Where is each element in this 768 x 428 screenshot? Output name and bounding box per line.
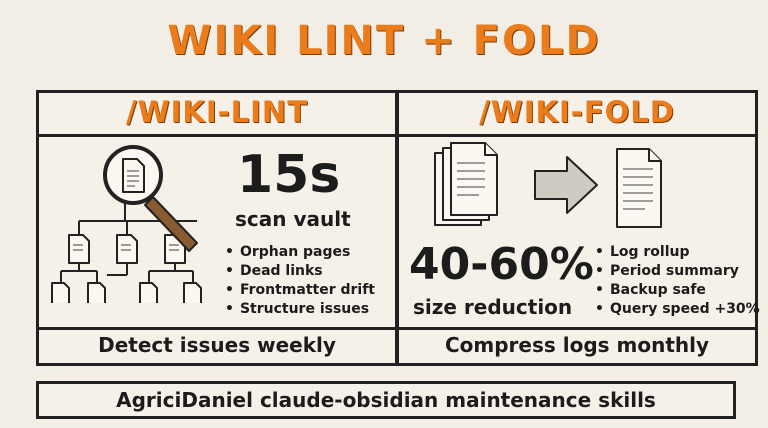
list-item: Orphan pages [225,243,375,262]
lint-stat-label: scan vault [235,207,351,231]
lint-list: Orphan pages Dead links Frontmatter drif… [225,243,375,319]
wiki-fold-panel: /WIKI-FOLD 40-60% size reduction Log rol… [396,90,760,366]
list-item: Structure issues [225,300,375,319]
fold-footer: Compress logs monthly [444,333,710,357]
divider [399,327,755,330]
fold-stat-label: size reduction [413,295,573,319]
list-item: Dead links [225,262,375,281]
attribution-banner: AgriciDaniel claude-obsidian maintenance… [36,381,736,419]
lint-stat: 15s [237,145,341,205]
magnifier-page-tree-icon [51,145,202,303]
fold-list: Log rollup Period summary Backup safe Qu… [595,243,760,319]
wiki-fold-heading: /WIKI-FOLD [479,95,675,129]
fold-stat: 40-60% [409,239,594,290]
list-item: Query speed +30% [595,300,760,319]
wiki-lint-panel: /WIKI-LINT 15s scan vault [36,90,398,366]
page-title: WIKI LINT + FOLD [167,18,601,64]
list-item: Backup safe [595,281,760,300]
divider [399,134,755,137]
list-item: Log rollup [595,243,760,262]
lint-footer: Detect issues weekly [98,333,336,357]
fold-pages-arrow-icon [434,142,662,228]
wiki-lint-heading: /WIKI-LINT [126,95,308,129]
divider [39,134,395,137]
list-item: Frontmatter drift [225,281,375,300]
divider [39,327,395,330]
list-item: Period summary [595,262,760,281]
